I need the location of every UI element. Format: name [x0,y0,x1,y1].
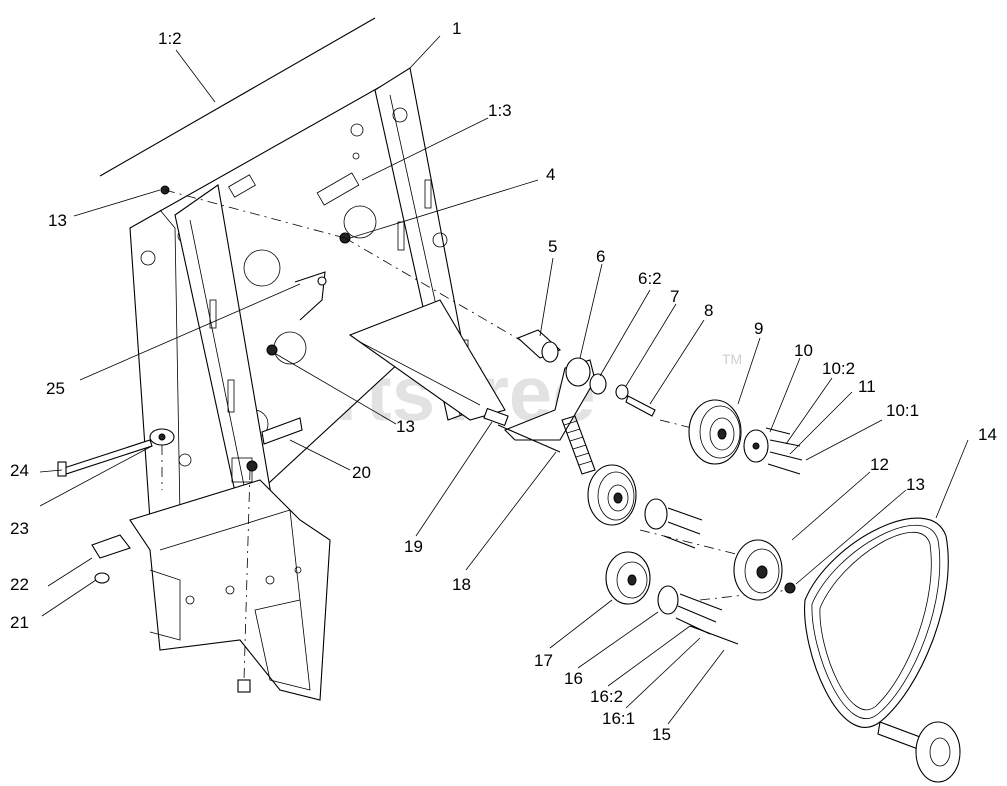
leader-lines [39,35,969,725]
hub-16 [657,585,739,645]
callout-10-1: 10:1 [886,401,919,420]
callout-18: 18 [452,575,471,594]
callout-12: 12 [870,455,889,474]
washer-7 [615,384,629,400]
callout-1-2: 1:2 [158,29,182,48]
callout-17: 17 [534,651,553,670]
pulley-12 [733,539,783,601]
shaft-flange [877,721,961,783]
callouts: 1 1:2 1:3 4 5 6 6:2 7 8 9 10 10:2 11 10:… [10,19,997,744]
callout-13-right: 13 [906,475,925,494]
watermark-tm: TM [722,351,742,367]
callout-1: 1 [452,19,461,38]
pulley-17 [605,551,651,605]
pulley-9 [688,399,742,465]
callout-13-mid: 13 [396,417,415,436]
pivot-19 [483,407,561,453]
bolt-8 [625,395,656,417]
belt-14 [804,517,949,728]
callout-10: 10 [794,341,813,360]
callout-19: 19 [404,537,423,556]
callout-6: 6 [596,247,605,266]
bracket-22 [91,534,131,559]
frame-top-edge [99,17,376,177]
hub-10 [743,427,803,475]
callout-23: 23 [10,519,29,538]
callout-14: 14 [978,425,997,444]
washer-23 [149,428,175,490]
callout-15: 15 [652,725,671,744]
callout-5: 5 [548,237,557,256]
callout-24: 24 [10,461,29,480]
callout-21: 21 [10,613,29,632]
callout-4: 4 [546,165,555,184]
callout-7: 7 [670,287,679,306]
nut-13-mid [266,344,278,356]
spring-18 [561,415,596,475]
idler-arm-6 [504,357,596,441]
bottom-bolt [237,460,258,693]
callout-16: 16 [564,669,583,688]
pin-25 [294,271,327,321]
callout-1-3: 1:3 [488,101,512,120]
drive-pulley [587,464,637,526]
callout-16-1: 16:1 [602,709,635,728]
callout-13-top: 13 [48,211,67,230]
nut-13-right [784,582,796,594]
callout-20: 20 [352,463,371,482]
callout-11: 11 [858,377,876,396]
spacer-20 [261,417,303,445]
lower-frame [129,479,331,701]
callout-6-2: 6:2 [638,269,662,288]
drive-hub [644,498,703,549]
callout-10-2: 10:2 [822,359,855,378]
nut-21 [94,572,110,584]
idler-bushing-5 [516,329,562,363]
callout-25: 25 [46,379,65,398]
callout-8: 8 [704,301,713,320]
callout-9: 9 [754,319,763,338]
bushing-6-2 [589,373,607,395]
callout-16-2: 16:2 [590,687,623,706]
bolt-24 [57,439,153,477]
base-bracket [348,299,506,421]
callout-22: 22 [10,575,29,594]
